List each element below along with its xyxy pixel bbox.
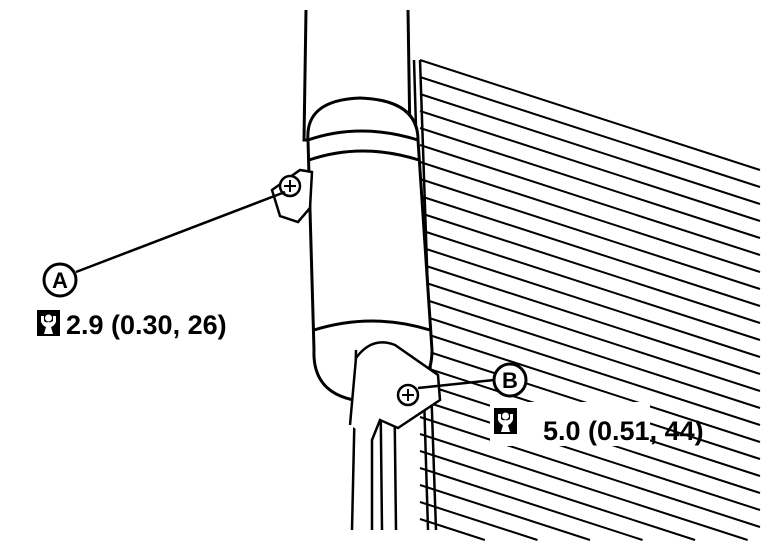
torque-value-b: 5.0 (0.51, 44) [543,416,704,446]
leader-line-a [75,190,286,274]
fin-line [419,93,761,205]
fin-line [419,195,761,307]
condenser-fins [419,59,761,541]
fin-line [419,467,643,541]
fin-line [419,144,761,256]
callout-b: B 5.0 (0.51, 44) [490,362,704,446]
fin-line [419,314,761,426]
fin-line [419,501,538,541]
leader-line-b [417,378,495,390]
fin-line [419,518,486,541]
fin-line [419,280,761,392]
fin-line [419,450,696,541]
fin-line [419,263,761,375]
bracket-b [396,383,420,407]
callout-a: A 2.9 (0.30, 26) [37,262,227,340]
fin-line [419,399,761,511]
torque-wrench-icon [37,310,60,336]
receiver-drier-body [306,96,434,404]
fin-line [419,246,761,358]
fin-line [419,297,761,409]
callout-b-circle [492,362,528,398]
fin-line [419,416,761,528]
fin-line [419,161,761,273]
fin-line [419,178,761,290]
callout-a-circle [42,262,78,298]
bracket-a [270,168,314,224]
fin-line [419,59,761,171]
fin-line [419,76,761,188]
torque-value-a: 2.9 (0.30, 26) [66,310,227,340]
fin-line [419,127,761,239]
fin-line [419,484,591,541]
fin-line [419,433,748,541]
callout-a-label: A [52,268,68,293]
fin-line [419,229,761,341]
fin-line [419,110,761,222]
fin-line [419,331,761,443]
torque-wrench-icon [494,408,517,434]
fin-line [419,212,761,324]
lower-pipes [348,341,442,531]
callout-b-label: B [502,368,518,393]
